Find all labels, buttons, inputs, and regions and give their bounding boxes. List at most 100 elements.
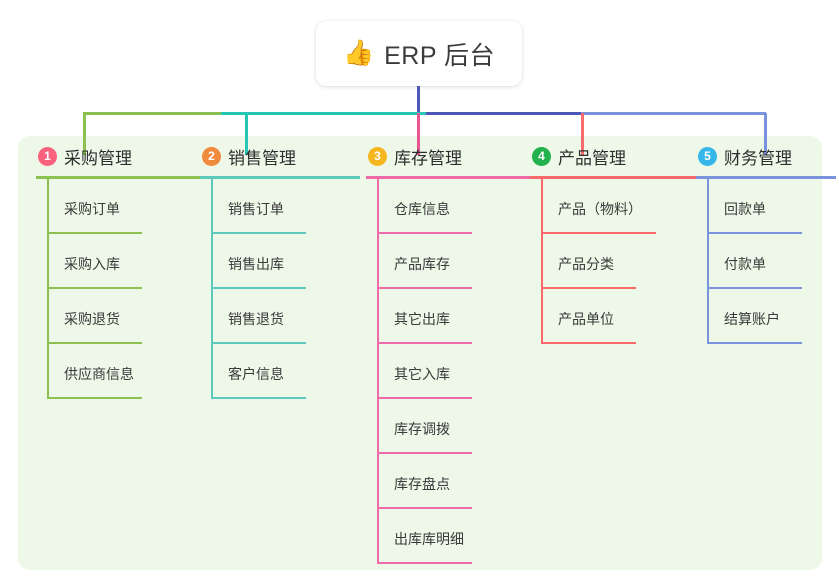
leaf-underline bbox=[541, 287, 636, 289]
leaf-node[interactable]: 仓库信息 bbox=[377, 179, 531, 234]
leaf-node[interactable]: 回款单 bbox=[707, 179, 836, 234]
branch-title: 采购管理 bbox=[64, 148, 132, 168]
diagram-panel bbox=[18, 136, 822, 570]
leaf-node[interactable]: 销售退货 bbox=[211, 289, 360, 344]
leaf-underline bbox=[377, 507, 472, 509]
branch-underline bbox=[366, 176, 531, 179]
branch-number-badge: 5 bbox=[698, 146, 717, 166]
leaf-label: 产品分类 bbox=[558, 256, 614, 272]
thumbs-up-icon: 👍 bbox=[342, 39, 375, 67]
branch-header-产品管理[interactable]: 4 产品管理 bbox=[530, 142, 700, 170]
branch-title: 库存管理 bbox=[394, 148, 462, 168]
leaf-label: 客户信息 bbox=[228, 366, 284, 382]
leaf-label: 结算账户 bbox=[724, 311, 780, 327]
leaf-underline bbox=[211, 342, 306, 344]
branch-number-badge: 1 bbox=[38, 146, 57, 166]
leaf-node[interactable]: 出库库明细 bbox=[377, 509, 531, 564]
leaf-label: 仓库信息 bbox=[394, 201, 450, 217]
leaf-label: 销售退货 bbox=[228, 311, 284, 327]
leaf-node[interactable]: 产品分类 bbox=[541, 234, 700, 289]
leaf-underline bbox=[707, 342, 802, 344]
leaf-node[interactable]: 采购订单 bbox=[47, 179, 206, 234]
leaf-underline bbox=[377, 287, 472, 289]
bus-segment-1 bbox=[83, 112, 221, 115]
leaf-node[interactable]: 产品库存 bbox=[377, 234, 531, 289]
branch-drop-1 bbox=[83, 113, 86, 155]
bus-segment-3 bbox=[426, 112, 581, 115]
branch-spine bbox=[211, 179, 213, 399]
branch-children: 仓库信息产品库存其它出库其它入库库存调拨库存盘点出库库明细 bbox=[377, 179, 531, 564]
branch-column-2: 2 销售管理销售订单销售出库销售退货客户信息 bbox=[200, 142, 360, 399]
leaf-underline bbox=[541, 232, 656, 234]
branch-children: 销售订单销售出库销售退货客户信息 bbox=[211, 179, 360, 399]
leaf-label: 回款单 bbox=[724, 201, 766, 217]
leaf-label: 采购退货 bbox=[64, 311, 120, 327]
leaf-node[interactable]: 采购退货 bbox=[47, 289, 206, 344]
leaf-label: 其它出库 bbox=[394, 311, 450, 327]
branch-children: 回款单付款单结算账户 bbox=[707, 179, 836, 344]
branch-underline bbox=[696, 176, 836, 179]
leaf-label: 采购入库 bbox=[64, 256, 120, 272]
leaf-node[interactable]: 付款单 bbox=[707, 234, 836, 289]
branch-drop-3 bbox=[417, 113, 420, 155]
branch-underline bbox=[530, 176, 700, 179]
leaf-node[interactable]: 客户信息 bbox=[211, 344, 360, 399]
leaf-label: 库存盘点 bbox=[394, 476, 450, 492]
leaf-node[interactable]: 库存调拨 bbox=[377, 399, 531, 454]
branch-underline bbox=[36, 176, 206, 179]
leaf-underline bbox=[707, 287, 802, 289]
branch-children: 采购订单采购入库采购退货供应商信息 bbox=[47, 179, 206, 399]
branch-number-badge: 4 bbox=[532, 146, 551, 166]
root-title: ERP 后台 bbox=[384, 41, 496, 70]
branch-title: 产品管理 bbox=[558, 148, 626, 168]
leaf-node[interactable]: 库存盘点 bbox=[377, 454, 531, 509]
leaf-node[interactable]: 结算账户 bbox=[707, 289, 836, 344]
leaf-underline bbox=[377, 342, 472, 344]
leaf-label: 采购订单 bbox=[64, 201, 120, 217]
leaf-label: 销售出库 bbox=[228, 256, 284, 272]
bus-segment-2 bbox=[221, 112, 426, 115]
leaf-node[interactable]: 销售出库 bbox=[211, 234, 360, 289]
leaf-underline bbox=[47, 342, 142, 344]
leaf-underline bbox=[541, 342, 636, 344]
branch-column-1: 1 采购管理采购订单采购入库采购退货供应商信息 bbox=[36, 142, 206, 399]
leaf-label: 出库库明细 bbox=[394, 531, 464, 547]
leaf-node[interactable]: 采购入库 bbox=[47, 234, 206, 289]
leaf-label: 库存调拨 bbox=[394, 421, 450, 437]
branch-spine bbox=[47, 179, 49, 399]
branch-header-采购管理[interactable]: 1 采购管理 bbox=[36, 142, 206, 170]
leaf-label: 付款单 bbox=[724, 256, 766, 272]
leaf-underline bbox=[377, 397, 472, 399]
leaf-node[interactable]: 销售订单 bbox=[211, 179, 360, 234]
leaf-underline bbox=[47, 232, 142, 234]
branch-title: 销售管理 bbox=[228, 148, 296, 168]
branch-spine bbox=[377, 179, 379, 564]
leaf-label: 产品库存 bbox=[394, 256, 450, 272]
branch-header-库存管理[interactable]: 3 库存管理 bbox=[366, 142, 531, 170]
leaf-node[interactable]: 产品（物料） bbox=[541, 179, 700, 234]
branch-title: 财务管理 bbox=[724, 148, 792, 168]
leaf-node[interactable]: 供应商信息 bbox=[47, 344, 206, 399]
leaf-node[interactable]: 其它出库 bbox=[377, 289, 531, 344]
branch-underline bbox=[200, 176, 360, 179]
bus-segment-4 bbox=[581, 112, 766, 115]
branch-spine bbox=[541, 179, 543, 344]
branch-header-财务管理[interactable]: 5 财务管理 bbox=[696, 142, 836, 170]
branch-number-badge: 3 bbox=[368, 146, 387, 166]
branch-drop-2 bbox=[245, 113, 248, 155]
leaf-underline bbox=[211, 232, 306, 234]
branch-header-销售管理[interactable]: 2 销售管理 bbox=[200, 142, 360, 170]
leaf-node[interactable]: 其它入库 bbox=[377, 344, 531, 399]
leaf-underline bbox=[211, 397, 306, 399]
branch-number-badge: 2 bbox=[202, 146, 221, 166]
leaf-label: 产品单位 bbox=[558, 311, 614, 327]
leaf-label: 销售订单 bbox=[228, 201, 284, 217]
leaf-label: 其它入库 bbox=[394, 366, 450, 382]
leaf-node[interactable]: 产品单位 bbox=[541, 289, 700, 344]
branch-column-3: 3 库存管理仓库信息产品库存其它出库其它入库库存调拨库存盘点出库库明细 bbox=[366, 142, 531, 564]
leaf-underline bbox=[377, 232, 472, 234]
leaf-underline bbox=[377, 562, 472, 564]
branch-spine bbox=[707, 179, 709, 344]
leaf-underline bbox=[211, 287, 306, 289]
root-node[interactable]: 👍 ERP 后台 bbox=[316, 21, 522, 86]
